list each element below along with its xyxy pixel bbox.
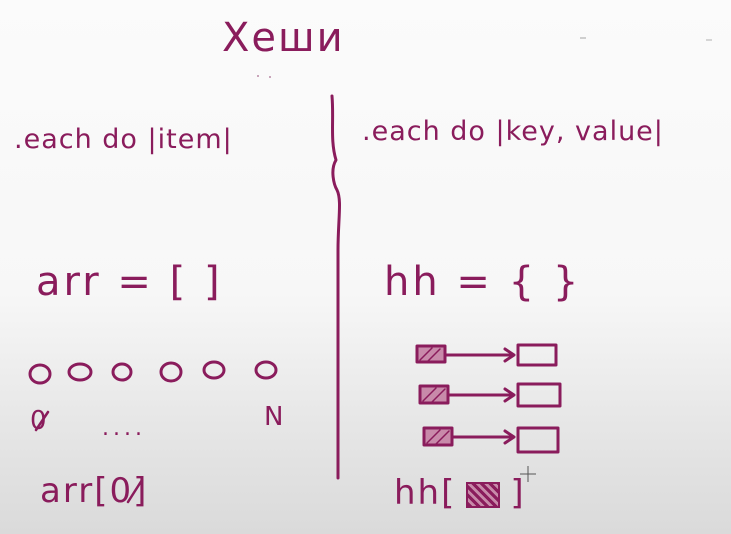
array-first-index: 0 (30, 406, 47, 436)
array-each-method: .each do |item| (14, 124, 233, 155)
hash-pair (418, 382, 562, 408)
hash-value-box (516, 343, 558, 367)
array-element (67, 362, 93, 382)
array-elements (28, 360, 278, 385)
array-element (159, 361, 183, 383)
array-element (28, 363, 52, 385)
hash-access-open: hh[ (394, 473, 457, 513)
hash-value-box (516, 426, 560, 454)
hash-arrow-head (503, 429, 516, 445)
access-zero-slash (126, 478, 144, 504)
hash-value-box (516, 382, 562, 408)
hash-declaration: hh = { } (384, 259, 582, 305)
array-element (111, 362, 133, 382)
key-hatching (419, 347, 450, 445)
hash-pair (415, 343, 558, 367)
array-ellipsis: .... (102, 416, 146, 441)
hash-access-close: ] (510, 473, 526, 513)
hash-arrow-head (503, 347, 516, 363)
array-element (254, 360, 278, 380)
cursor-crosshair (520, 466, 536, 482)
divider-brace (330, 94, 342, 480)
hash-arrow-head (503, 387, 516, 403)
array-declaration: arr = [ ] (36, 259, 223, 305)
board-title: Хеши (222, 15, 345, 61)
array-element (202, 360, 226, 380)
hash-each-method: .each do |key, value| (362, 116, 664, 147)
array-last-index: N (264, 402, 284, 432)
hash-pairs (415, 343, 562, 454)
zero-slash (34, 410, 50, 432)
hash-pair (422, 426, 560, 454)
title-dots (257, 75, 271, 78)
hash-access-key-box (466, 481, 501, 508)
hash-access: hh[] (394, 476, 526, 510)
